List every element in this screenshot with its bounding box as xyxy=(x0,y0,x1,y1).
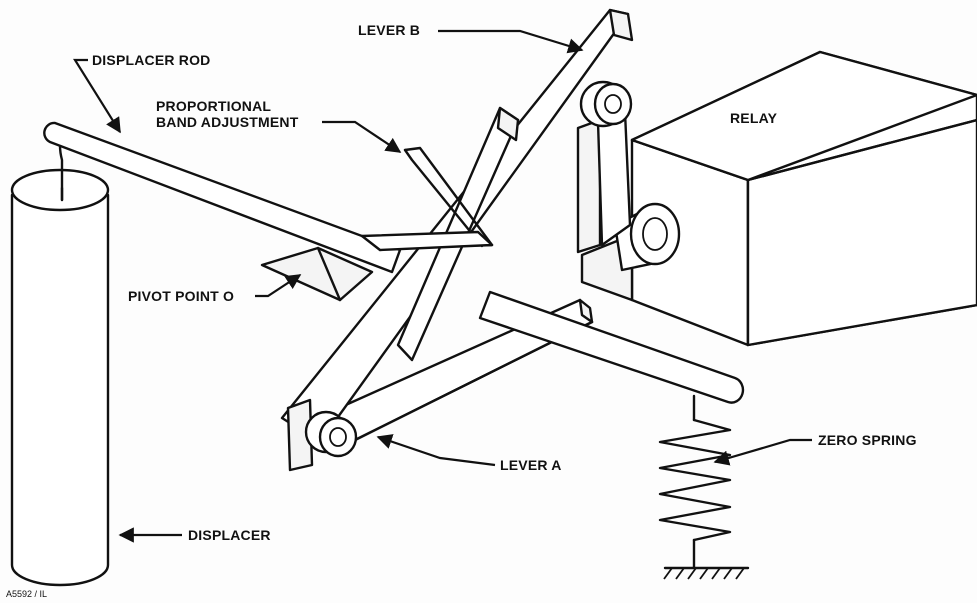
label-displacer-rod: DISPLACER ROD xyxy=(92,52,211,68)
ground-hatch xyxy=(663,567,745,580)
label-zero-spring: ZERO SPRING xyxy=(818,432,917,448)
labels: LEVER B DISPLACER ROD PROPORTIONAL BAND … xyxy=(6,22,917,599)
label-displacer: DISPLACER xyxy=(188,527,271,543)
leader-lines xyxy=(73,29,812,543)
figure-id: A5592 / IL xyxy=(6,589,47,599)
label-lever-b: LEVER B xyxy=(358,22,420,38)
label-prop-band-2: BAND ADJUSTMENT xyxy=(156,114,299,130)
displacer xyxy=(10,168,110,587)
displacer-rod-lower xyxy=(478,290,745,404)
pivot-point-o xyxy=(260,246,374,302)
label-prop-band-1: PROPORTIONAL xyxy=(156,98,271,114)
leader-zero-spring xyxy=(713,438,812,466)
lever-a-roller xyxy=(286,398,358,472)
leader-displacer-rod xyxy=(73,58,121,134)
label-pivot-point: PIVOT POINT O xyxy=(128,288,234,304)
leader-prop-band xyxy=(322,120,402,153)
proportional-band-bracket xyxy=(360,146,494,252)
relay-box xyxy=(580,50,977,347)
zero-spring xyxy=(658,394,750,580)
label-lever-a: LEVER A xyxy=(500,457,562,473)
lever-b-roller xyxy=(579,80,633,128)
displacer-rod xyxy=(43,121,402,274)
leader-pivot-point xyxy=(255,274,302,298)
label-relay: RELAY xyxy=(730,110,778,126)
leader-lever-b xyxy=(438,29,584,54)
leader-lever-a xyxy=(376,434,496,467)
